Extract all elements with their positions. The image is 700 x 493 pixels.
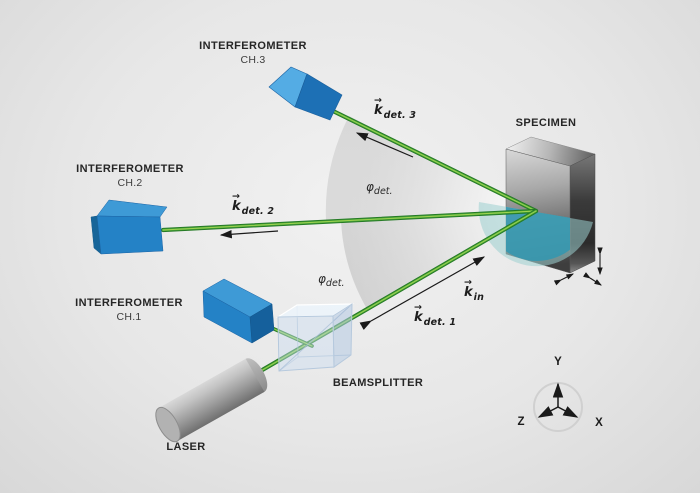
k-det1-label: →kdet. 1 bbox=[414, 302, 457, 328]
k-base: k bbox=[414, 310, 423, 325]
vector-overbar: → bbox=[464, 277, 472, 288]
k-in-k-det1-arrow bbox=[359, 256, 486, 330]
k-subscript: det. 3 bbox=[383, 110, 417, 121]
beam-ch2 bbox=[160, 208, 539, 233]
k-det2-arrow bbox=[219, 230, 279, 239]
ch2-top-face bbox=[96, 199, 168, 218]
interferometer-ch3-title: INTERFEROMETER bbox=[199, 40, 307, 52]
motion-arrow-depth bbox=[582, 272, 602, 286]
x-axis-label: X bbox=[595, 417, 603, 429]
k-base: k bbox=[232, 199, 241, 214]
interferometer-ch1-title: INTERFEROMETER bbox=[75, 297, 183, 309]
phi-base: φ bbox=[366, 180, 374, 194]
vector-overbar: → bbox=[414, 302, 422, 313]
laser-label: LASER bbox=[166, 441, 206, 453]
phi-subscript: det. bbox=[325, 278, 345, 289]
k-base: k bbox=[374, 103, 383, 118]
k-base: k bbox=[464, 285, 473, 300]
interferometer-ch3-label: INTERFEROMETER CH.3 bbox=[199, 40, 307, 66]
phi-base: φ bbox=[318, 272, 326, 286]
ch3-dark-face bbox=[294, 73, 343, 121]
vector-overbar: → bbox=[232, 191, 240, 202]
beam-ch3 bbox=[330, 108, 539, 214]
ch2-front-face bbox=[96, 215, 164, 255]
interferometer-ch3-channel: CH.3 bbox=[240, 54, 266, 66]
phi-det-lower-label: φdet. bbox=[318, 270, 345, 289]
k-det2-label: →kdet. 2 bbox=[232, 191, 275, 217]
k-det3-arrow bbox=[355, 132, 414, 158]
specimen-side-face bbox=[569, 153, 596, 274]
scatter-wavefront bbox=[478, 202, 593, 267]
interferometer-ch1-box bbox=[202, 278, 275, 344]
y-axis-label: Y bbox=[554, 356, 562, 368]
wavefront-inner bbox=[506, 203, 570, 261]
wave-vector-arrows bbox=[219, 132, 486, 330]
interferometer-ch2-box bbox=[90, 199, 168, 255]
k-subscript: det. 1 bbox=[423, 317, 457, 328]
coordinate-axes bbox=[533, 382, 583, 432]
k-det3-label: →kdet. 3 bbox=[374, 95, 417, 121]
specimen-motion-arrows bbox=[553, 247, 603, 286]
interferometer-ch1-label: INTERFEROMETER CH.1 bbox=[75, 297, 183, 323]
interferometer-ch1-channel: CH.1 bbox=[116, 311, 142, 323]
interferometer-ch2-title: INTERFEROMETER bbox=[76, 163, 184, 175]
phi-subscript: det. bbox=[373, 186, 393, 197]
z-axis-arrow bbox=[537, 406, 559, 418]
interferometer-ch2-label: INTERFEROMETER CH.2 bbox=[76, 163, 184, 189]
beamsplitter-label: BEAMSPLITTER bbox=[332, 377, 424, 389]
x-axis-arrow bbox=[557, 406, 579, 418]
ch1-right-face bbox=[249, 303, 275, 344]
motion-arrow-width bbox=[553, 273, 574, 286]
k-subscript: in bbox=[473, 292, 485, 303]
beamsplitter-front-face bbox=[277, 315, 335, 372]
vector-overbar: → bbox=[374, 95, 382, 106]
fan-upper bbox=[325, 116, 536, 221]
interferometer-ch2-channel: CH.2 bbox=[117, 177, 143, 189]
k-subscript: det. 2 bbox=[241, 206, 275, 217]
interferometer-ch3-box bbox=[268, 66, 343, 121]
k-in-label: →kin bbox=[464, 277, 485, 303]
specimen-label: SPECIMEN bbox=[515, 117, 577, 129]
laser-cylinder bbox=[155, 358, 268, 443]
beamsplitter-cube bbox=[275, 303, 355, 372]
phi-det-upper-label: φdet. bbox=[366, 178, 393, 197]
z-axis-label: Z bbox=[517, 416, 525, 428]
